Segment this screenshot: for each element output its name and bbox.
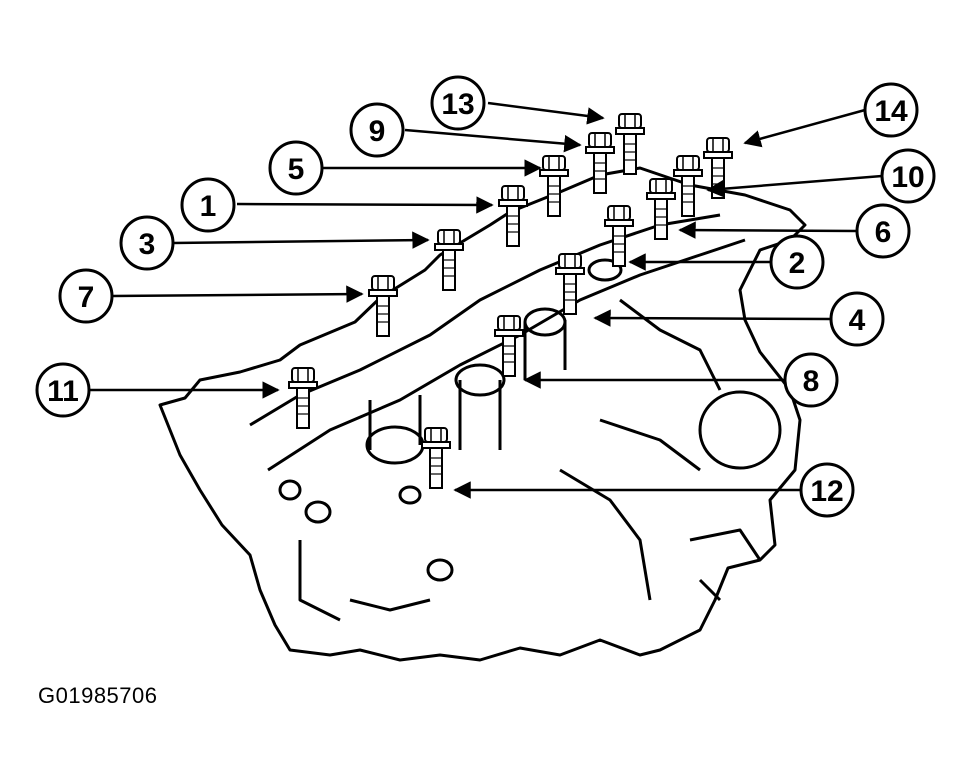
svg-text:10: 10 [891, 161, 924, 194]
bolt-6 [646, 178, 676, 240]
bolt-3 [434, 229, 464, 291]
svg-text:4: 4 [849, 304, 866, 337]
callout-3: 3 [119, 215, 175, 271]
svg-text:7: 7 [78, 281, 95, 314]
callout-7: 7 [58, 268, 114, 324]
svg-text:3: 3 [139, 228, 156, 261]
callout-4: 4 [829, 291, 885, 347]
callout-5: 5 [268, 140, 324, 196]
svg-text:12: 12 [810, 475, 843, 508]
callout-13: 13 [430, 75, 486, 131]
callout-14: 14 [863, 82, 919, 138]
svg-text:13: 13 [441, 88, 474, 121]
svg-text:9: 9 [369, 115, 386, 148]
head-bolts [288, 113, 733, 489]
svg-text:1: 1 [200, 190, 217, 223]
bolt-4 [555, 253, 585, 315]
callout-10: 10 [880, 148, 936, 204]
bolt-12 [421, 427, 451, 489]
bolt-13 [615, 113, 645, 175]
svg-text:2: 2 [789, 247, 806, 280]
callout-12: 12 [799, 462, 855, 518]
callout-8: 8 [783, 352, 839, 408]
callout-9: 9 [349, 102, 405, 158]
figure-id-label: G01985706 [38, 683, 158, 708]
cylinder-head-drawing [158, 166, 807, 662]
callout-1: 1 [180, 177, 236, 233]
leader-arrows [90, 101, 883, 499]
svg-text:14: 14 [874, 95, 908, 128]
svg-text:8: 8 [803, 365, 820, 398]
svg-text:5: 5 [288, 153, 305, 186]
bolt-5 [539, 155, 569, 217]
bolt-9 [585, 132, 615, 194]
callout-2: 2 [769, 234, 825, 290]
svg-text:11: 11 [47, 375, 79, 408]
callout-6: 6 [855, 203, 911, 259]
callout-11: 11 [35, 362, 91, 418]
svg-text:6: 6 [875, 216, 892, 249]
